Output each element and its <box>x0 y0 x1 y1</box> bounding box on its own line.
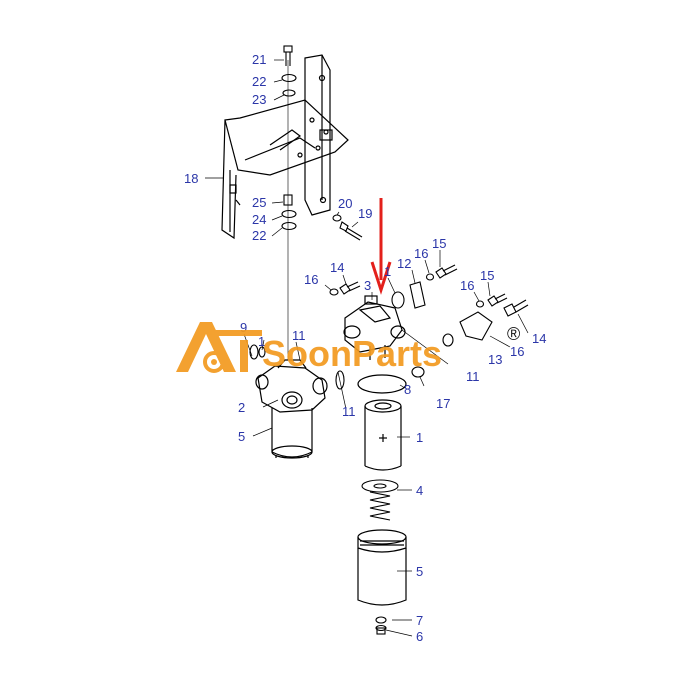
label-18: 18 <box>184 171 198 186</box>
oring-1-left <box>258 346 266 358</box>
red-down-arrow-icon <box>370 198 392 295</box>
washer-23 <box>282 89 296 97</box>
bracket-assembly <box>221 54 349 240</box>
filter-5-center <box>357 529 407 606</box>
label-7: 7 <box>416 613 423 628</box>
label-15-b: 15 <box>480 268 494 283</box>
label-16-d: 16 <box>510 344 524 359</box>
bolt-15-b <box>487 293 508 307</box>
label-20: 20 <box>338 196 352 211</box>
oring-11-right <box>442 333 454 347</box>
part-labels: 21 22 23 18 25 24 22 20 19 16 14 3 1 12 … <box>184 52 546 644</box>
plate-13 <box>459 311 493 341</box>
label-4: 4 <box>416 483 423 498</box>
label-11-center: 11 <box>342 404 356 419</box>
oring-1 <box>391 291 405 309</box>
spacer-25 <box>283 194 293 206</box>
label-14-a: 14 <box>330 260 344 275</box>
brand-name: SoonParts <box>262 333 442 374</box>
label-15-a: 15 <box>432 236 446 251</box>
filter-head-3 <box>343 295 406 360</box>
label-1-top: 1 <box>384 264 391 279</box>
label-1-left: 1 <box>258 334 265 349</box>
oring-7 <box>375 616 387 624</box>
washer-24 <box>281 209 297 219</box>
label-1-center: 1 <box>416 430 423 445</box>
bolt-19 <box>339 221 363 241</box>
registered-mark: ® <box>507 324 520 344</box>
label-22: 22 <box>252 74 266 89</box>
brand-watermark: SoonParts ® <box>176 322 520 374</box>
washer-16-a <box>329 288 339 296</box>
label-5-center: 5 <box>416 564 423 579</box>
washer-22-lower <box>281 221 297 231</box>
label-25: 25 <box>252 195 266 210</box>
filter-5-left <box>271 408 313 459</box>
label-12: 12 <box>397 256 411 271</box>
label-17: 17 <box>436 396 450 411</box>
washer-22 <box>281 73 297 83</box>
bolt-15-a <box>435 264 458 279</box>
label-16-c: 16 <box>460 278 474 293</box>
label-5-left: 5 <box>238 429 245 444</box>
oring-9 <box>249 344 259 360</box>
bolt-21 <box>283 45 293 66</box>
element-1 <box>364 399 402 471</box>
label-2: 2 <box>238 400 245 415</box>
label-22-lower: 22 <box>252 228 266 243</box>
label-13: 13 <box>488 352 502 367</box>
plug-6 <box>375 624 387 635</box>
washer-20 <box>332 214 342 222</box>
washer-16-b <box>425 273 435 281</box>
bolt-14-b <box>503 299 529 317</box>
label-16-b: 16 <box>414 246 428 261</box>
filter-head-2 <box>255 359 328 413</box>
washer-16-c <box>475 300 485 308</box>
plate-12 <box>409 281 426 309</box>
label-6: 6 <box>416 629 423 644</box>
crane-gear-icon <box>176 322 262 373</box>
label-24: 24 <box>252 212 266 227</box>
label-19: 19 <box>358 206 372 221</box>
label-11-right: 11 <box>466 369 480 384</box>
label-8: 8 <box>404 382 411 397</box>
oring-11-left <box>335 370 345 390</box>
label-3: 3 <box>364 278 371 293</box>
leader-lines <box>205 59 529 637</box>
label-11-top: 11 <box>292 328 306 343</box>
label-21: 21 <box>252 52 266 67</box>
oring-8 <box>357 374 407 394</box>
plug-17 <box>411 366 425 378</box>
label-16-a: 16 <box>304 272 318 287</box>
bolt-14-a <box>339 281 361 295</box>
label-14-b: 14 <box>532 331 546 346</box>
label-9: 9 <box>240 320 247 335</box>
label-23: 23 <box>252 92 266 107</box>
spring-4 <box>361 479 399 521</box>
